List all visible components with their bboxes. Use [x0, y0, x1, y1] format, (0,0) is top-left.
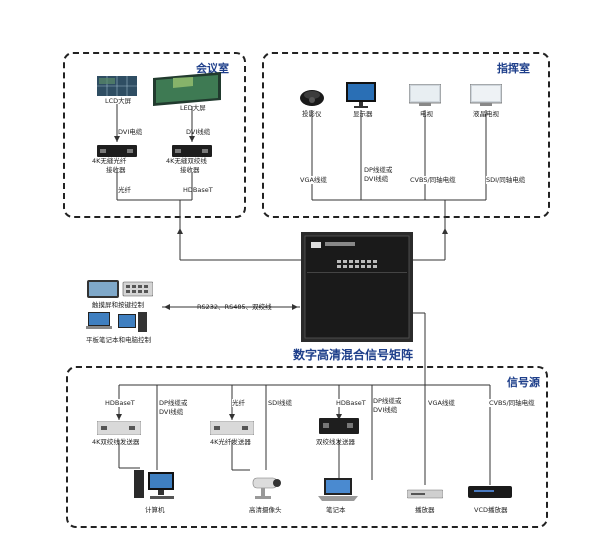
- twisted-pair-receiver-icon: [172, 142, 212, 161]
- src-cvbs-label: CVBS/同轴电缆: [489, 399, 535, 407]
- lcd-wall-label: LCD大屏: [105, 97, 132, 105]
- monitor-label: 显示器: [353, 110, 373, 118]
- source-room-title: 信号源: [507, 376, 540, 389]
- src-dp-label-2b: DVI线缆: [373, 406, 398, 414]
- dp-cable-label-1: DP线缆或: [364, 166, 393, 174]
- lcd-wall-icon: [97, 76, 137, 100]
- notebook-label: 笔记本: [326, 506, 346, 514]
- lcd-tv-icon: [469, 83, 503, 112]
- sdi-cable-label: SDI/同轴电缆: [486, 176, 526, 184]
- hdbaset-cable-label: HDBaseT: [183, 186, 213, 194]
- control-link-label: RS232、RS485、双绞线: [197, 303, 272, 311]
- command-room-panel: [262, 52, 550, 218]
- command-room-title: 指挥室: [497, 62, 530, 75]
- cvbs-cable-label: CVBS/同轴电缆: [410, 176, 456, 184]
- src-vga-label: VGA线缆: [428, 399, 455, 407]
- laptop-pc-icon: [86, 312, 152, 338]
- led-wall-icon: [153, 72, 221, 110]
- src-fiber-label: 光纤: [232, 399, 245, 407]
- computer-icon: [134, 468, 176, 506]
- projector-icon: [299, 86, 325, 112]
- src-hdbaset-label-2: HDBaseT: [336, 399, 366, 407]
- touch-panel-label: 触摸屏和按键控制: [92, 301, 144, 309]
- tv-icon: [408, 83, 442, 112]
- tp-receiver-label-1: 4K无缝双绞线: [166, 157, 207, 165]
- src-dp-label-2a: DP线缆或: [373, 397, 402, 405]
- hd-camera-icon: [249, 474, 285, 504]
- player-label: 播放器: [415, 506, 435, 514]
- fiber-receiver-icon: [97, 142, 137, 161]
- notebook-icon: [318, 478, 358, 506]
- touch-panel-icon: [87, 280, 154, 304]
- fiber-transmitter-label: 4K光纤发送器: [210, 438, 251, 446]
- dvi-cable-label-2: DVI线缆: [186, 128, 211, 136]
- src-sdi-label: SDI线缆: [268, 399, 293, 407]
- computer-label: 计算机: [145, 506, 165, 514]
- laptop-pc-label: 平板笔记本和电脑控制: [86, 336, 151, 344]
- signal-matrix-icon: [301, 232, 413, 346]
- monitor-icon: [346, 82, 376, 112]
- src-hdbaset-label-1: HDBaseT: [105, 399, 135, 407]
- meeting-room-panel: [63, 52, 246, 218]
- led-wall-label: LED大屏: [180, 104, 206, 112]
- lcd-tv-label: 液晶电视: [473, 110, 499, 118]
- tv-label: 电视: [420, 110, 433, 118]
- fiber-receiver-label-1: 4K无缝光纤: [92, 157, 127, 165]
- vcd-player-icon: [468, 484, 512, 504]
- vcd-player-label: VCD播放器: [474, 506, 508, 514]
- tp-transmitter-icon: [319, 418, 359, 438]
- hd-camera-label: 高清摄像头: [249, 506, 282, 514]
- vga-cable-label: VGA线缆: [300, 176, 327, 184]
- fiber-cable-label: 光纤: [118, 186, 131, 194]
- dvi-cable-label-1: DVI电缆: [118, 128, 143, 136]
- dp-cable-label-2: DVI线缆: [364, 175, 389, 183]
- player-icon: [406, 485, 444, 504]
- src-dp-label-1b: DVI线缆: [159, 408, 184, 416]
- tp-receiver-label-2: 接收器: [180, 166, 200, 174]
- meeting-room-title: 会议室: [196, 62, 229, 75]
- tp-transmitter-4k-label: 4K双绞线发送器: [92, 438, 140, 446]
- projector-label: 投影仪: [302, 110, 322, 118]
- fiber-receiver-label-2: 接收器: [106, 166, 126, 174]
- src-dp-label-1a: DP线缆或: [159, 399, 188, 407]
- fiber-transmitter-icon: [209, 420, 255, 439]
- matrix-title: 数字高清混合信号矩阵: [293, 348, 414, 362]
- tp-transmitter-4k-icon: [96, 420, 142, 439]
- tp-transmitter-label: 双绞线发送器: [316, 438, 355, 446]
- signal-source-panel: [66, 366, 548, 528]
